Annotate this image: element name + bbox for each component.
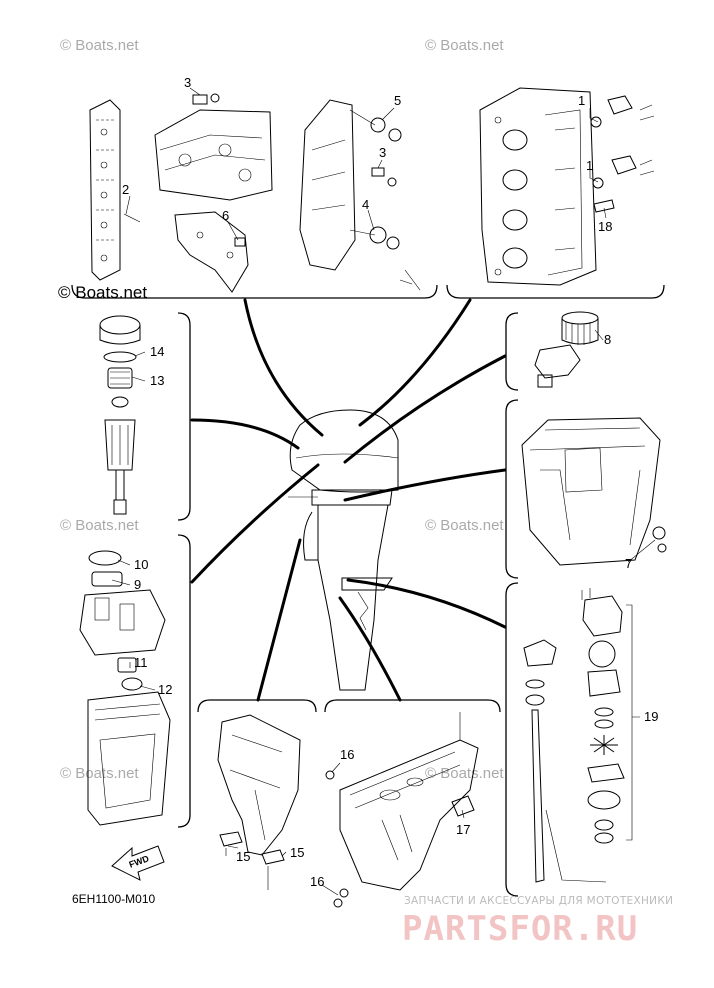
water-pump-and-driveshaft [523, 588, 625, 883]
callout-9: 9 [134, 577, 141, 592]
outboard-motor-silhouette [288, 409, 399, 691]
frame-left-2 [177, 534, 191, 828]
callout-12: 12 [158, 682, 172, 697]
lower-casing-assembly [325, 712, 479, 908]
vapor-separator-assembly [79, 550, 171, 826]
fwd-label: FWD [128, 853, 151, 870]
frame-right-2 [505, 399, 519, 579]
diagram-code: 6EH1100-M010 [72, 892, 155, 906]
watermark-low-left: © Boats.net [60, 765, 139, 782]
oil-pan-assembly [521, 417, 667, 566]
callout-10: 10 [134, 557, 148, 572]
frame-bottom-2 [324, 699, 501, 713]
callout-8: 8 [604, 332, 611, 347]
callout-1b: 1 [586, 158, 593, 173]
cylinder-head-assembly [479, 87, 597, 286]
callout-13: 13 [150, 373, 164, 388]
callout-15a: 15 [236, 849, 250, 864]
callout-17: 17 [456, 822, 470, 837]
callout-7: 7 [625, 556, 632, 571]
oil-filter-assembly [534, 311, 599, 388]
callout-1a: 1 [578, 93, 585, 108]
frame-right-1 [505, 312, 519, 391]
callout-16b: 16 [310, 874, 324, 889]
partsfor-tagline: ЗАПЧАСТИ И АКСЕССУАРЫ ДЛЯ МОТОТЕХНИКИ [404, 895, 673, 907]
frame-top-right [446, 284, 665, 299]
callout-4: 4 [362, 197, 369, 212]
frame-bottom-1 [197, 699, 317, 713]
callout-5: 5 [394, 93, 401, 108]
watermark-top-left: © Boats.net [60, 37, 139, 54]
cylinder-block-assembly [154, 109, 273, 293]
callout-3b: 3 [379, 145, 386, 160]
frame-top-left [71, 284, 438, 299]
watermark-top-right: © Boats.net [425, 37, 504, 54]
thermostat-and-sender [590, 95, 655, 213]
callout-15b: 15 [290, 845, 304, 860]
frame-right-3 [505, 582, 519, 897]
watermark-low-right: © Boats.net [425, 765, 504, 782]
frame-left-1 [177, 312, 191, 521]
swivel-bracket-assembly [217, 714, 301, 890]
callout-leaders [111, 87, 656, 896]
callout-16a: 16 [340, 747, 354, 762]
callout-11: 11 [134, 655, 148, 670]
watermark-mid-left: © Boats.net [60, 517, 139, 534]
callout-14: 14 [150, 344, 164, 359]
callout-19: 19 [644, 709, 658, 724]
watermark-mid-right: © Boats.net [425, 517, 504, 534]
top-left-fasteners [123, 93, 397, 247]
callout-2: 2 [122, 182, 129, 197]
callout-18: 18 [598, 219, 612, 234]
callout-6: 6 [222, 208, 229, 223]
fwd-arrow: FWD [111, 845, 165, 881]
callout-3a: 3 [184, 75, 191, 90]
partsfor-brand: PARTSFOR.RU [402, 909, 638, 949]
leader-lines [190, 298, 507, 702]
exhaust-cover-gasket [89, 99, 121, 281]
fuel-filter-assembly [99, 315, 141, 515]
intake-manifold-assembly [299, 99, 421, 291]
